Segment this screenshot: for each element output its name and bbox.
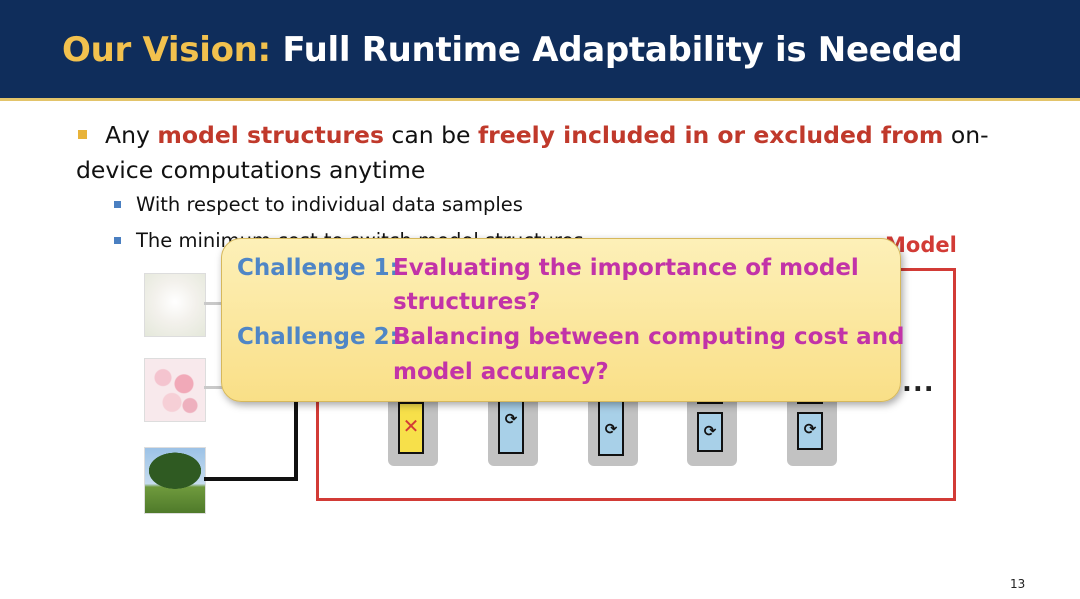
cycle-icon: ⟳ bbox=[703, 422, 717, 440]
dog-photo-image bbox=[144, 273, 206, 337]
challenge-2-text-line2: model accuracy? bbox=[393, 359, 609, 385]
bullet-text-part: on-device computations anytime bbox=[76, 121, 989, 184]
cycle-icon: ⟳ bbox=[604, 420, 618, 438]
layer-column: ⟳ bbox=[787, 390, 837, 466]
layer-column: ⟳ bbox=[488, 390, 538, 466]
page-number: 13 bbox=[1010, 577, 1026, 591]
active-layer-block: ⟳ bbox=[498, 400, 524, 454]
active-layer-block: ⟳ bbox=[797, 412, 823, 450]
slide-header: Our Vision: Full Runtime Adaptability is… bbox=[0, 0, 1080, 101]
challenge-1-text-line1: Evaluating the importance of model bbox=[393, 255, 859, 281]
challenge-2-label: Challenge 2: bbox=[237, 324, 399, 350]
bullet-text-part: can be bbox=[383, 121, 478, 149]
sub-bullet-1: With respect to individual data samples bbox=[114, 193, 523, 216]
layer-column: ⟳ bbox=[687, 390, 737, 466]
bullet-emphasis-freely-included: freely included in or excluded from bbox=[477, 121, 944, 149]
main-bullet: Any model structures can be freely inclu… bbox=[76, 118, 1036, 188]
challenge-1-label: Challenge 1: bbox=[237, 255, 399, 281]
bullet-text-part: Any bbox=[105, 121, 158, 149]
connector-line bbox=[204, 477, 298, 481]
title-highlight: Our Vision: bbox=[62, 30, 271, 70]
bullet-square-icon bbox=[78, 130, 87, 139]
cycle-icon: ⟳ bbox=[803, 420, 817, 438]
sub-bullet-square-icon bbox=[114, 236, 121, 244]
challenge-1-text-line2: structures? bbox=[393, 289, 541, 315]
layer-column: ⟳ bbox=[588, 390, 638, 466]
challenges-callout: Challenge 1: Evaluating the importance o… bbox=[221, 238, 905, 402]
flowers-photo-image bbox=[144, 358, 206, 422]
sub-bullet-square-icon bbox=[114, 200, 121, 208]
x-icon: ✕ bbox=[402, 414, 420, 438]
connector-line bbox=[204, 302, 222, 305]
slide-title: Our Vision: Full Runtime Adaptability is… bbox=[62, 30, 963, 70]
title-rest: Full Runtime Adaptability is Needed bbox=[282, 30, 963, 70]
challenge-2-text-line1: Balancing between computing cost and bbox=[393, 324, 905, 350]
tree-photo-image bbox=[144, 447, 206, 514]
ellipsis: ... bbox=[902, 368, 935, 398]
connector-line bbox=[294, 399, 298, 481]
active-layer-block: ⟳ bbox=[598, 400, 624, 456]
bullet-emphasis-model-structures: model structures bbox=[157, 121, 384, 149]
excluded-layer-block: ✕ bbox=[398, 402, 424, 454]
connector-line bbox=[204, 386, 222, 389]
layer-column: ✕ bbox=[388, 390, 438, 466]
cycle-icon: ⟳ bbox=[504, 410, 518, 428]
sub-bullet-text: With respect to individual data samples bbox=[136, 193, 523, 216]
active-layer-block: ⟳ bbox=[697, 412, 723, 452]
